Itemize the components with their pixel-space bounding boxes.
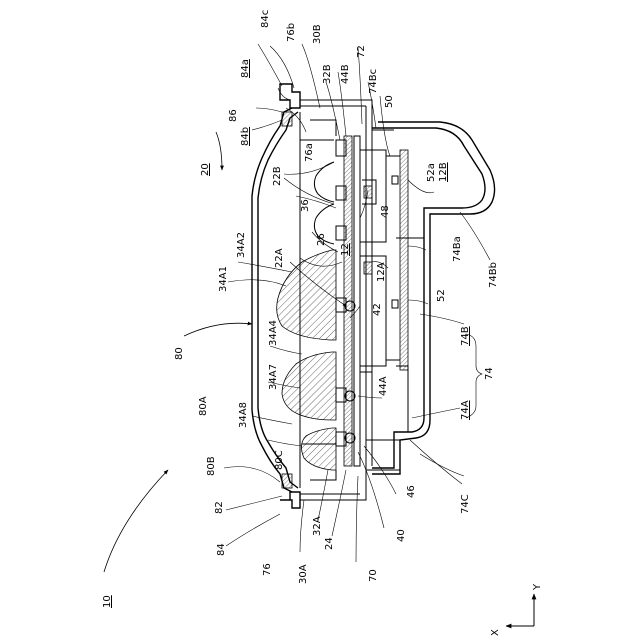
label-44A: 44A <box>378 376 389 396</box>
label-84: 84 <box>216 543 227 556</box>
label-80: 80 <box>174 347 185 360</box>
label-24: 24 <box>324 537 335 550</box>
label-74Bc: 74Bc <box>368 69 379 94</box>
label-76b: 76b <box>286 23 297 42</box>
label-52a: 52a <box>426 163 437 182</box>
seal-82 <box>282 474 292 488</box>
label-12B: 12B <box>438 162 449 182</box>
label-34A8: 34A8 <box>238 402 249 428</box>
label-20: 20 <box>200 163 211 176</box>
label-84c: 84c <box>260 10 271 28</box>
label-32A: 32A <box>312 516 323 536</box>
label-12: 12 <box>340 243 351 256</box>
label-34A4: 34A4 <box>268 320 279 346</box>
seal-86 <box>282 112 292 126</box>
label-74Ba: 74Ba <box>452 236 463 262</box>
label-46: 46 <box>406 485 417 498</box>
label-44B: 44B <box>340 64 351 84</box>
axis-y-label: Y <box>532 583 543 591</box>
label-48: 48 <box>380 205 391 218</box>
label-74A: 74A <box>460 400 471 420</box>
label-74: 74 <box>484 367 495 380</box>
label-30A: 30A <box>298 564 309 584</box>
label-50: 50 <box>384 95 395 108</box>
label-74C: 74C <box>460 494 471 514</box>
label-82: 82 <box>214 501 225 514</box>
flange-top <box>280 84 372 130</box>
reflector-34A <box>277 250 336 470</box>
label-36: 36 <box>300 199 311 212</box>
label-40: 40 <box>396 529 407 542</box>
label-26: 26 <box>316 233 327 246</box>
axis-x-label: X <box>490 629 501 636</box>
label-80C: 80C <box>274 450 285 470</box>
label-84b: 84b <box>240 127 251 146</box>
label-12A: 12A <box>376 262 387 282</box>
label-80B: 80B <box>206 456 217 476</box>
label-22B: 22B <box>272 166 283 186</box>
label-80A: 80A <box>198 396 209 416</box>
label-76a: 76a <box>304 143 315 162</box>
axes-indicator: Y X <box>490 583 543 636</box>
circuit-board-50 <box>386 150 408 370</box>
label-74Bb: 74Bb <box>488 262 499 288</box>
label-42: 42 <box>372 303 383 316</box>
label-70: 70 <box>368 569 379 582</box>
label-22A: 22A <box>274 248 285 268</box>
label-10: 10 <box>102 595 113 608</box>
label-32B: 32B <box>322 64 333 84</box>
label-76: 76 <box>262 563 273 576</box>
flange-bottom <box>280 470 366 508</box>
label-34A7: 34A7 <box>268 364 279 390</box>
led-mounts <box>336 140 376 446</box>
label-52: 52 <box>436 289 447 302</box>
label-34A2: 34A2 <box>236 232 247 258</box>
label-34A1: 34A1 <box>218 266 229 292</box>
label-74B: 74B <box>460 326 471 346</box>
label-72: 72 <box>356 45 367 58</box>
label-86: 86 <box>228 109 239 122</box>
label-30B: 30B <box>312 24 323 44</box>
label-84a: 84a <box>240 59 251 78</box>
